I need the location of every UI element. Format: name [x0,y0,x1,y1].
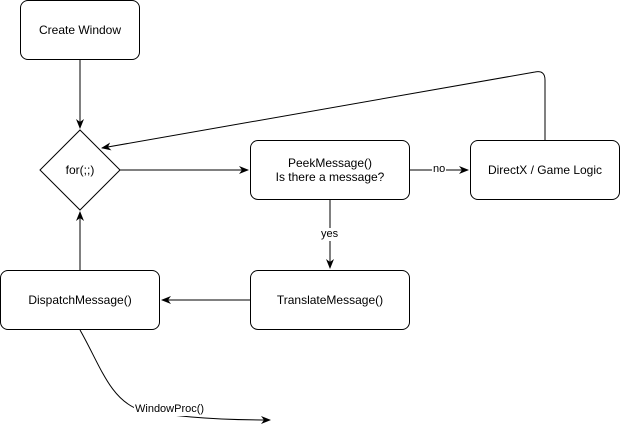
edge-directx-to-loop [101,71,546,151]
for-loop-label: for(;;) [65,163,95,177]
peek-message-question: Is there a message? [275,170,385,184]
directx-game-logic-label: DirectX / Game Logic [487,163,603,177]
edge-label-no: no [432,163,447,176]
edge-label-window-proc: WindowProc() [134,403,206,416]
translate-message-node: TranslateMessage() [250,270,410,330]
peek-message-node: PeekMessage() Is there a message? [250,140,410,200]
edge-label-yes: yes [320,228,340,241]
translate-message-label: TranslateMessage() [276,293,384,307]
peek-message-label: PeekMessage() [287,156,373,170]
create-window-label: Create Window [38,23,122,37]
dispatch-message-node: DispatchMessage() [0,270,160,330]
create-window-node: Create Window [20,0,140,60]
for-loop-diamond [39,129,121,211]
dispatch-message-label: DispatchMessage() [28,293,132,307]
directx-game-logic-node: DirectX / Game Logic [470,140,620,200]
